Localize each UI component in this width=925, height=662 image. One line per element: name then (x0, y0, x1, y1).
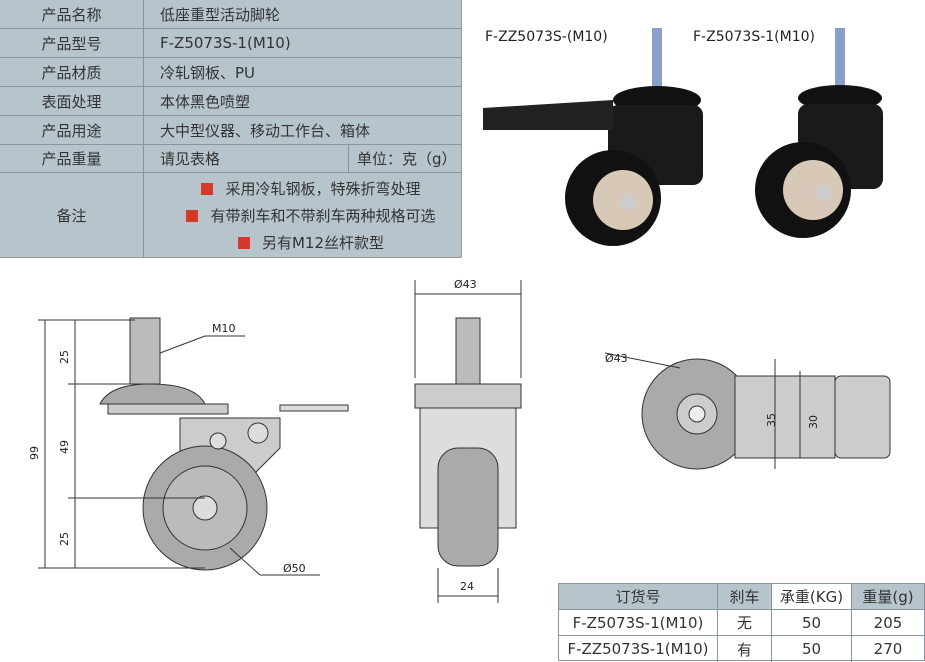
caster-with-brake-image (483, 28, 703, 246)
spec-value: 大中型仪器、移动工作台、箱体 (160, 121, 371, 140)
front-wheel-width-label: 24 (460, 580, 474, 593)
dim-mid-label: 49 (58, 440, 71, 454)
technical-drawings: M10 25 49 25 99 Ø50 Ø43 24 Ø43 35 30 (28, 278, 891, 603)
product-photos: F-ZZ5073S-(M10) F-Z5073S-1(M10) (463, 0, 925, 258)
note-text: 有带刹车和不带刹车两种规格可选 (210, 207, 436, 225)
spec-row-usage: 产品用途大中型仪器、移动工作台、箱体 (0, 116, 462, 145)
spec-row-finish: 表面处理本体黑色喷塑 (0, 87, 462, 116)
caster-photos-image (483, 28, 883, 246)
cell-weight: 205 (873, 613, 903, 632)
table-row: F-ZZ5073S-1(M10) 有 50 270 (559, 636, 924, 662)
spec-row-notes: 备注 采用冷轧钢板，特殊折弯处理 有带刹车和不带刹车两种规格可选 另有M12丝杆… (0, 173, 462, 258)
notes-list: 采用冷轧钢板，特殊折弯处理 有带刹车和不带刹车两种规格可选 另有M12丝杆款型 (144, 173, 462, 258)
front-width-label: Ø43 (454, 278, 477, 291)
photo-label-nobrake: F-Z5073S-1(M10) (693, 29, 815, 45)
header-weight: 重量(g) (852, 584, 924, 609)
thread-label: M10 (212, 322, 236, 335)
photo-label-brake: F-ZZ5073S-(M10) (485, 29, 608, 45)
spec-value: 冷轧钢板、PU (160, 63, 256, 82)
top-dia-label: Ø43 (605, 352, 628, 365)
note-text: 另有M12丝杆款型 (261, 234, 385, 252)
caster-without-brake-image (755, 28, 883, 238)
dim-top-label: 25 (58, 350, 71, 364)
spec-value: F-Z5073S-1(M10) (160, 34, 291, 52)
table-row: F-Z5073S-1(M10) 无 50 205 (559, 610, 924, 636)
cell-brake: 有 (718, 636, 772, 662)
dim-bottom-label: 25 (58, 532, 71, 546)
cell-load: 50 (772, 610, 852, 635)
note-item: 采用冷轧钢板，特殊折弯处理 (201, 178, 421, 199)
spec-label: 产品用途 (0, 116, 144, 144)
bullet-square-icon (201, 182, 214, 195)
bullet-square-icon (186, 209, 199, 222)
dim-total-label: 99 (28, 446, 41, 460)
cell-brake: 无 (718, 610, 772, 635)
spec-label: 备注 (0, 173, 144, 258)
spec-value: 低座重型活动脚轮 (160, 5, 281, 24)
spec-label: 产品名称 (0, 0, 144, 28)
spec-label: 产品型号 (0, 29, 144, 57)
note-text: 采用冷轧钢板，特殊折弯处理 (225, 180, 421, 198)
spec-unit: 单位：克（g） (348, 145, 462, 172)
order-table: 订货号 刹车 承重(KG) 重量(g) F-Z5073S-1(M10) 无 50… (558, 583, 925, 662)
order-header-row: 订货号 刹车 承重(KG) 重量(g) (559, 584, 924, 610)
cell-order-no: F-ZZ5073S-1(M10) (559, 636, 718, 662)
bullet-square-icon (237, 236, 250, 249)
header-order-no: 订货号 (559, 584, 718, 609)
wheel-dia-label: Ø50 (283, 562, 306, 575)
cell-order-no: F-Z5073S-1(M10) (559, 610, 718, 635)
side-view-drawing (38, 317, 349, 576)
spec-table: 产品名称低座重型活动脚轮 产品型号 F-Z5073S-1(M10) 产品材质冷轧钢… (0, 0, 462, 258)
spec-row-name: 产品名称低座重型活动脚轮 (0, 0, 462, 29)
cell-weight: 270 (873, 640, 903, 658)
front-view-drawing (414, 280, 522, 603)
spec-label: 产品重量 (0, 145, 144, 172)
spec-label: 产品材质 (0, 58, 144, 86)
spec-row-model: 产品型号 F-Z5073S-1(M10) (0, 29, 462, 58)
spec-row-material: 产品材质冷轧钢板、PU (0, 58, 462, 87)
note-item: 另有M12丝杆款型 (237, 232, 385, 253)
top-dim-b-label: 30 (807, 415, 820, 429)
spec-value: 本体黑色喷塑 (160, 92, 251, 111)
spec-value: 请见表格 (160, 150, 221, 168)
note-item: 有带刹车和不带刹车两种规格可选 (186, 205, 436, 226)
spec-row-weight: 产品重量请见表格 单位：克（g） (0, 145, 462, 173)
cell-load: 50 (772, 636, 852, 662)
top-dim-a-label: 35 (765, 413, 778, 427)
header-brake: 刹车 (718, 584, 772, 609)
spec-label: 表面处理 (0, 87, 144, 115)
top-view-drawing (604, 352, 891, 470)
header-load: 承重(KG) (772, 584, 852, 609)
